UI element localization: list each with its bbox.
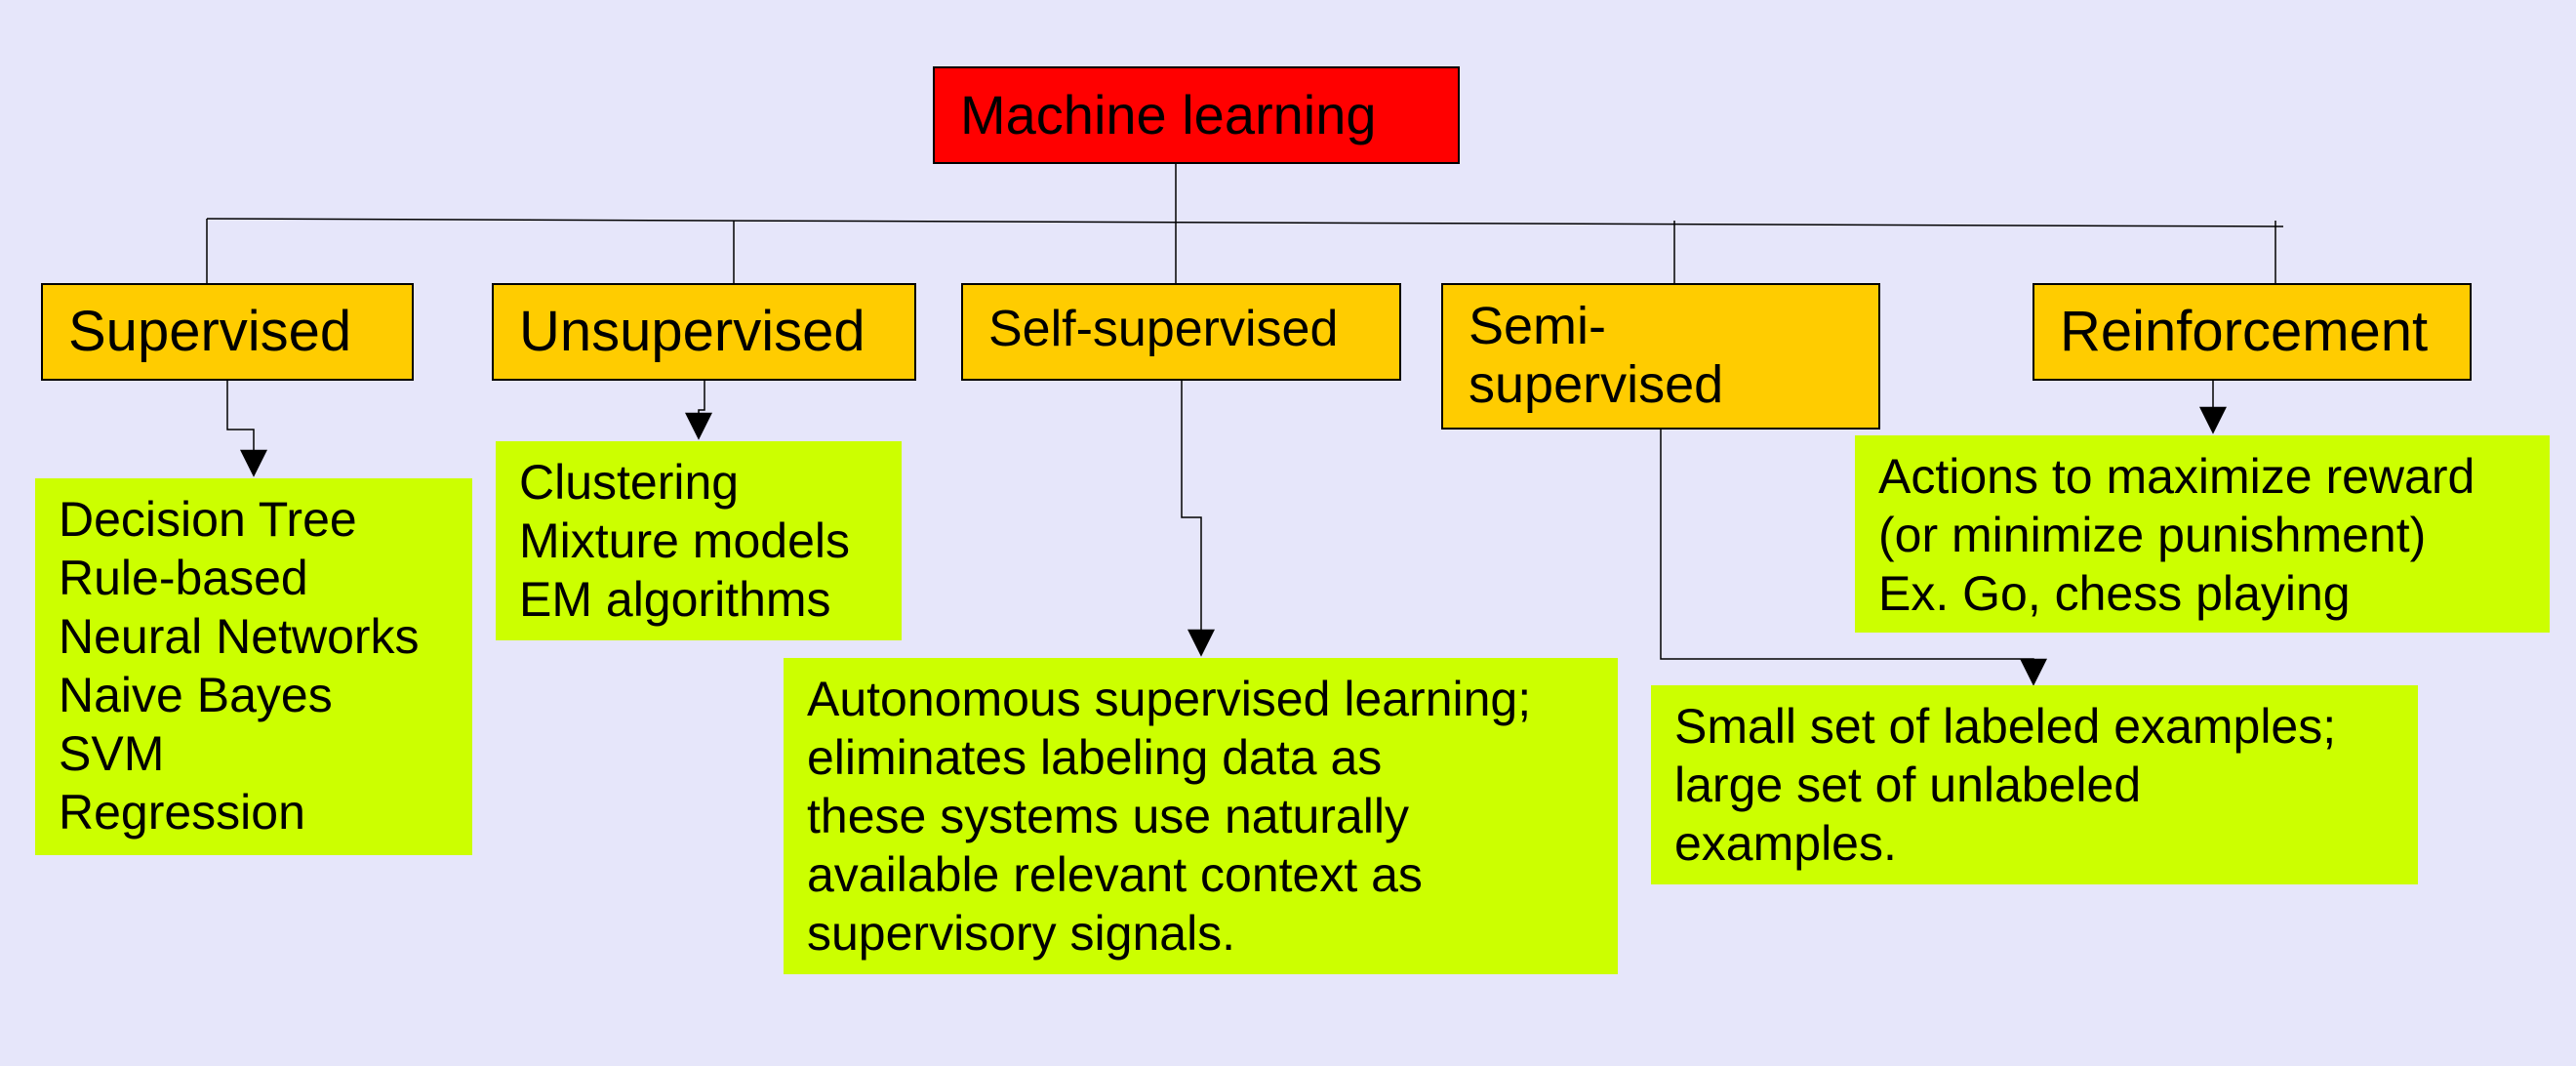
leaf-item: Regression <box>59 785 305 840</box>
arrow-supervised <box>226 379 267 477</box>
leaf-supervised: Decision Tree Rule-based Neural Networks… <box>35 478 472 855</box>
root-node: Machine learning <box>933 66 1460 164</box>
leaf-item: supervisory signals. <box>807 906 1236 961</box>
leaf-item: EM algorithms <box>519 572 831 627</box>
leaf-item: Clustering <box>519 455 740 510</box>
category-label: Supervised <box>68 300 352 363</box>
leaf-semi-supervised: Small set of labeled examples; large set… <box>1651 685 2418 884</box>
category-label-line: Semi- <box>1469 297 1607 355</box>
category-label: Self-supervised <box>988 301 1339 357</box>
category-semi-supervised: Semi- supervised <box>1441 283 1880 430</box>
category-unsupervised: Unsupervised <box>492 283 916 381</box>
category-label: Reinforcement <box>2060 300 2429 363</box>
leaf-item: these systems use naturally <box>807 789 1409 843</box>
leaf-item: large set of unlabeled <box>1674 758 2142 812</box>
category-label: Unsupervised <box>519 300 865 363</box>
leaf-item: examples. <box>1674 816 1897 871</box>
leaf-item: Actions to maximize reward <box>1878 449 2475 504</box>
leaf-item: Ex. Go, chess playing <box>1878 566 2351 621</box>
leaf-item: Autonomous supervised learning; <box>807 672 1532 726</box>
category-label-line: supervised <box>1469 355 1724 414</box>
bus-line <box>206 218 2284 227</box>
category-reinforcement: Reinforcement <box>2033 283 2472 381</box>
leaf-item: Rule-based <box>59 551 308 605</box>
leaf-item: Small set of labeled examples; <box>1674 699 2337 754</box>
arrow-unsupervised <box>685 379 712 440</box>
arrow-self <box>1181 379 1215 657</box>
category-self-supervised: Self-supervised <box>961 283 1401 381</box>
leaf-item: Mixture models <box>519 513 850 568</box>
leaf-item: eliminates labeling data as <box>807 730 1383 785</box>
leaf-unsupervised: Clustering Mixture models EM algorithms <box>496 441 902 640</box>
leaf-item: SVM <box>59 726 165 781</box>
leaf-self-supervised: Autonomous supervised learning; eliminat… <box>784 658 1618 974</box>
leaf-item: (or minimize punishment) <box>1878 508 2427 562</box>
leaf-reinforcement: Actions to maximize reward (or minimize … <box>1855 435 2550 633</box>
leaf-item: Naive Bayes <box>59 668 333 722</box>
arrow-semi <box>1660 428 2047 686</box>
leaf-item: Decision Tree <box>59 492 357 547</box>
category-supervised: Supervised <box>41 283 414 381</box>
leaf-item: Neural Networks <box>59 609 420 664</box>
leaf-item: available relevant context as <box>807 847 1423 902</box>
root-label: Machine learning <box>960 84 1377 145</box>
